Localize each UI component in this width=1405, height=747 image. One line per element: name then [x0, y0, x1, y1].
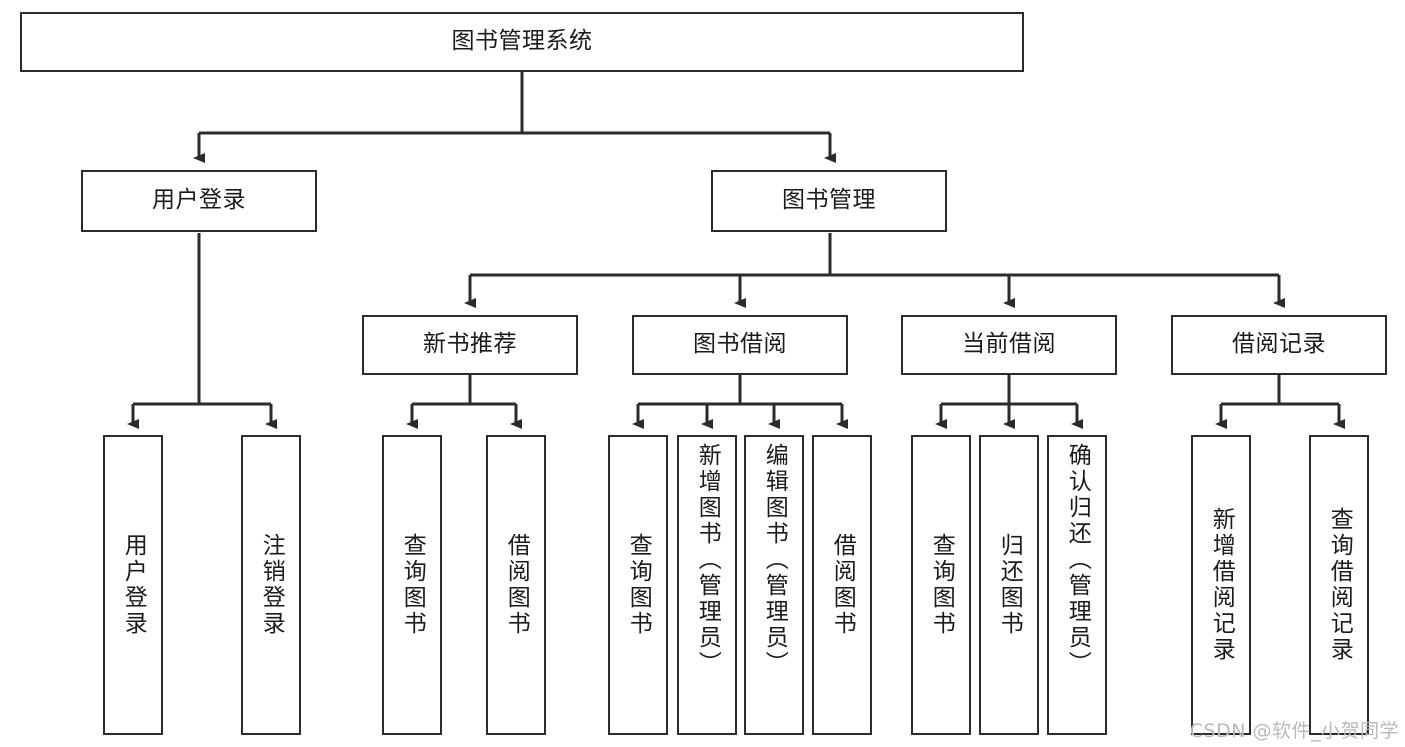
node-current-borrow[interactable]: 当前借阅 [901, 315, 1117, 375]
leaf-borrow-book[interactable]: 借阅图书 [812, 435, 872, 735]
node-label: 用户登录 [120, 533, 147, 637]
leaf-query-borrow-record[interactable]: 查询借阅记录 [1309, 435, 1369, 735]
leaf-return-book[interactable]: 归还图书 [979, 435, 1039, 735]
node-root-book-management-system[interactable]: 图书管理系统 [20, 12, 1024, 72]
leaf-confirm-return-admin[interactable]: 确认归还（管理员） [1047, 435, 1107, 735]
leaf-add-borrow-record[interactable]: 新增借阅记录 [1191, 435, 1251, 735]
node-label: 当前借阅 [962, 331, 1056, 358]
node-book-management[interactable]: 图书管理 [711, 170, 947, 232]
node-label: 归还图书 [996, 533, 1023, 637]
leaf-user-login[interactable]: 用户登录 [103, 435, 163, 735]
node-new-book-recommend[interactable]: 新书推荐 [362, 315, 578, 375]
node-book-borrow[interactable]: 图书借阅 [632, 315, 848, 375]
csdn-watermark: CSDN @软件_小贺同学 [1189, 720, 1399, 742]
node-label: 查询图书 [928, 533, 955, 637]
node-label: 编辑图书（管理员） [761, 443, 788, 677]
leaf-query-book-current[interactable]: 查询图书 [911, 435, 971, 735]
node-label: 借阅图书 [503, 533, 530, 637]
leaf-borrow-book-recommend[interactable]: 借阅图书 [486, 435, 546, 735]
node-label: 新增图书（管理员） [694, 443, 721, 677]
node-user-login[interactable]: 用户登录 [81, 170, 317, 232]
node-label: 注销登录 [258, 533, 285, 637]
node-label: 图书管理系统 [451, 28, 593, 55]
leaf-query-book-borrow[interactable]: 查询图书 [608, 435, 668, 735]
node-label: 新书推荐 [423, 331, 517, 358]
node-label: 新增借阅记录 [1208, 507, 1235, 663]
node-label: 查询图书 [399, 533, 426, 637]
node-label: 确认归还（管理员） [1064, 443, 1091, 677]
node-label: 图书借阅 [693, 331, 787, 358]
node-label: 查询图书 [625, 533, 652, 637]
node-borrow-record[interactable]: 借阅记录 [1171, 315, 1387, 375]
leaf-edit-book-admin[interactable]: 编辑图书（管理员） [744, 435, 804, 735]
node-label: 查询借阅记录 [1326, 507, 1353, 663]
leaf-query-book-recommend[interactable]: 查询图书 [382, 435, 442, 735]
leaf-add-book-admin[interactable]: 新增图书（管理员） [677, 435, 737, 735]
node-label: 借阅图书 [829, 533, 856, 637]
node-label: 用户登录 [152, 187, 246, 214]
node-label: 图书管理 [782, 187, 876, 214]
node-label: 借阅记录 [1232, 331, 1326, 358]
leaf-logout-login[interactable]: 注销登录 [241, 435, 301, 735]
